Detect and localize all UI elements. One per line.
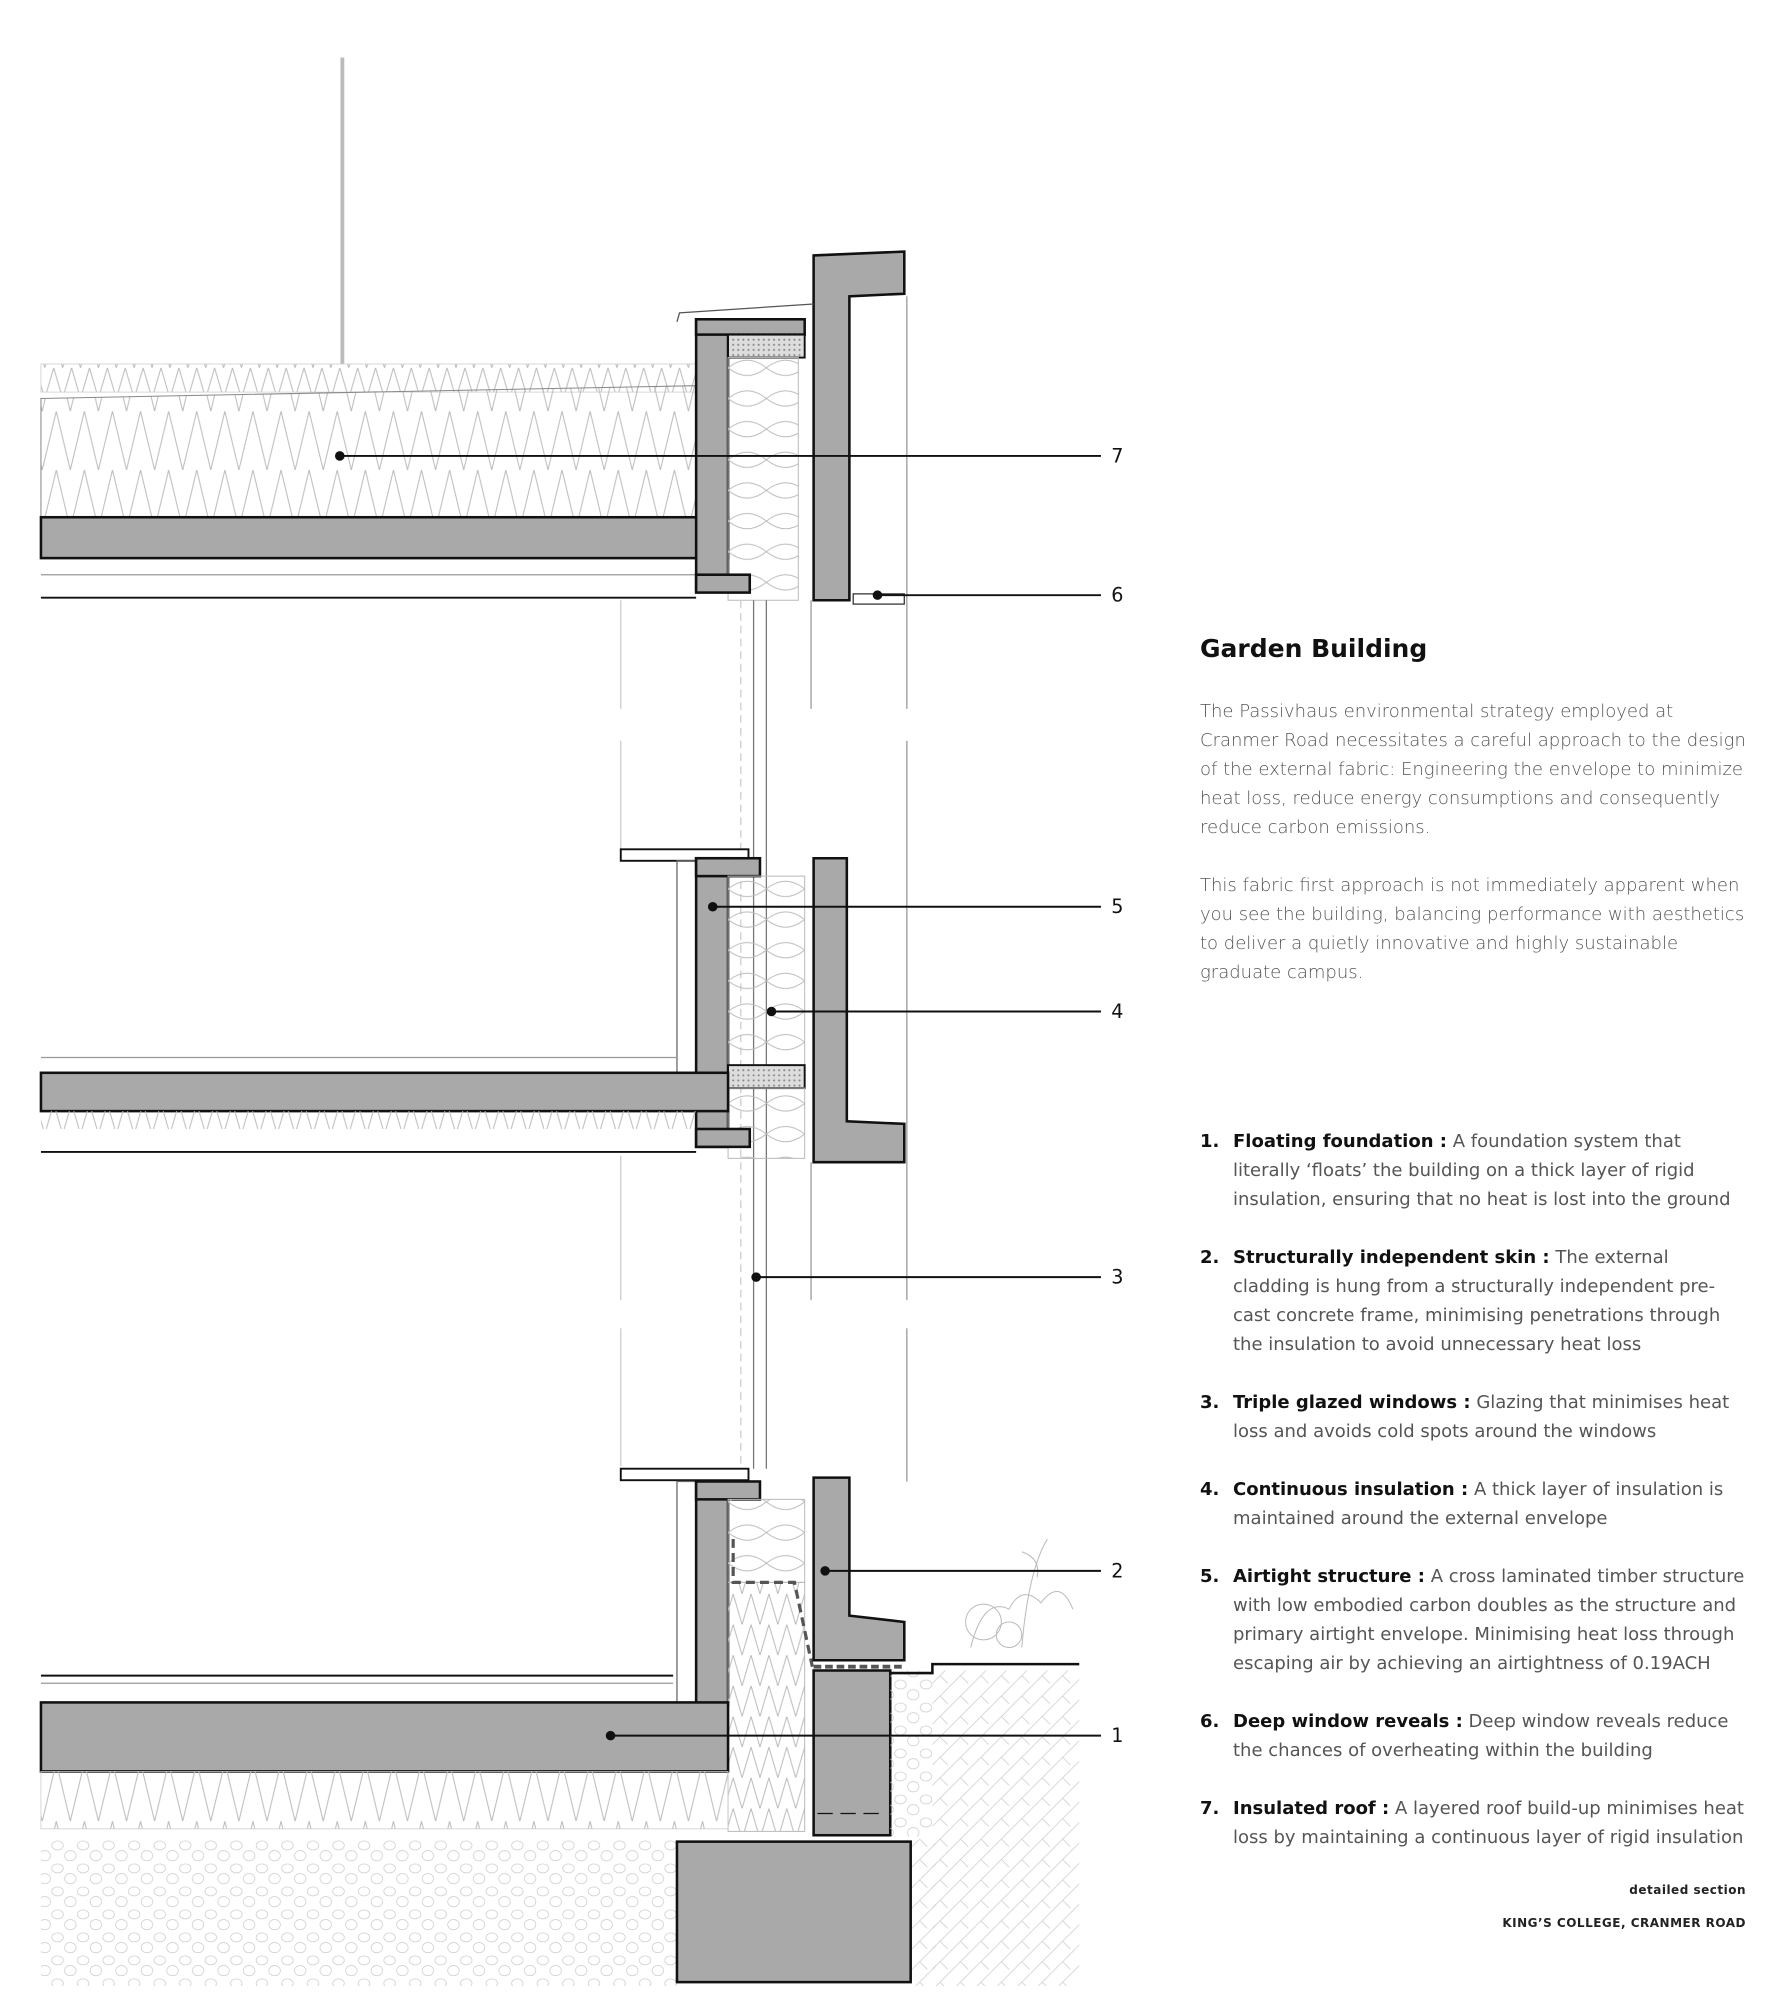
list-item: 1.Floating foundation : A foundation sys… [1200,1131,1731,1210]
callout-label-4: 4 [1111,1000,1123,1023]
list-item: 3.Triple glazed windows : Glazing that m… [1200,1392,1730,1442]
intermediate-floor-assembly [39,600,908,1482]
drawing-subtitle: detailed section [1629,1883,1746,1897]
list-item: 2.Structurally independent skin : The ex… [1200,1247,1721,1355]
callout-7: 7 [335,444,1123,467]
list-item: 5.Airtight structure : A cross laminated… [1200,1566,1745,1674]
planting-sketch [965,1538,1074,1649]
roof-assembly [39,57,908,709]
page-title: Garden Building [1200,634,1428,663]
ground-floor-foundation [39,1467,1080,1986]
intro-paragraph: This fabric first approach is not immedi… [1200,875,1745,983]
list-item: 7.Insulated roof : A layered roof build-… [1200,1798,1744,1848]
callout-leaders: 7 6 5 4 3 2 1 [335,444,1123,1747]
callout-label-7: 7 [1111,444,1123,467]
callout-5: 5 [707,895,1123,918]
list-item: 6.Deep window reveals : Deep window reve… [1200,1711,1729,1761]
callout-2: 2 [820,1559,1123,1582]
callout-label-6: 6 [1111,584,1123,607]
callout-label-3: 3 [1111,1266,1123,1289]
callout-4: 4 [766,1000,1123,1023]
callout-3: 3 [751,1266,1123,1289]
callout-label-5: 5 [1111,895,1123,918]
list-item: 4.Continuous insulation : A thick layer … [1200,1479,1724,1529]
callout-label-2: 2 [1111,1559,1123,1582]
project-name: KING’S COLLEGE, CRANMER ROAD [1502,1916,1746,1930]
intro-paragraph: The Passivhaus environmental strategy em… [1200,701,1746,838]
callout-label-1: 1 [1111,1724,1123,1747]
callout-1: 1 [605,1724,1123,1747]
callout-6: 6 [872,584,1123,607]
